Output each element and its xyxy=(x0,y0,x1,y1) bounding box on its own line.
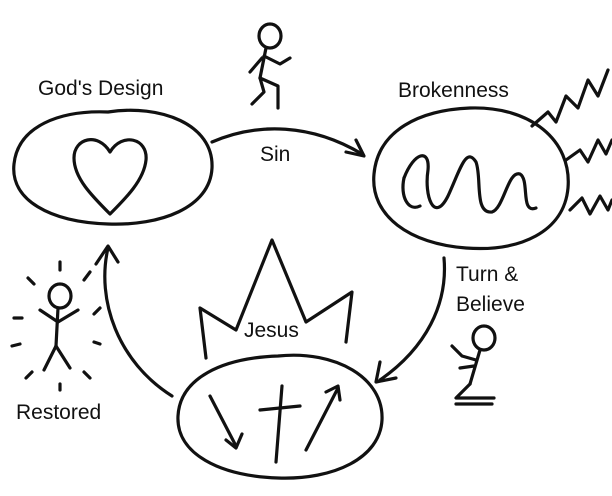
scribble-icon xyxy=(402,154,538,214)
running-figure-icon xyxy=(248,22,292,110)
restored-label: Restored xyxy=(16,401,102,424)
restored-arrow xyxy=(103,246,174,398)
gods-design-label: God's Design xyxy=(38,77,164,100)
heart-icon xyxy=(72,138,148,216)
down-arrow-head xyxy=(224,432,244,450)
turn-arrow-head xyxy=(374,360,398,384)
turn-arrow xyxy=(378,256,447,382)
cross-icon-vertical xyxy=(274,384,284,464)
jesus-circle xyxy=(176,353,384,480)
down-arrow-icon xyxy=(208,394,238,448)
up-arrow-head xyxy=(324,384,342,402)
scribble-tail xyxy=(401,176,422,209)
light-rays-icon xyxy=(10,260,102,392)
turn-label: Turn & xyxy=(456,263,519,286)
believe-label: Believe xyxy=(456,293,525,316)
sin-label: Sin xyxy=(260,143,291,166)
cross-icon-horizontal xyxy=(258,404,302,412)
up-arrow-icon xyxy=(304,386,340,452)
jagged-line-1 xyxy=(530,68,610,128)
jagged-line-3 xyxy=(568,194,612,216)
brokenness-circle xyxy=(372,106,570,251)
restored-figure-icon xyxy=(38,282,80,372)
kneeling-figure-icon xyxy=(450,324,497,406)
jesus-label: Jesus xyxy=(244,319,299,342)
restored-arrow-head xyxy=(94,244,120,266)
sin-arrow xyxy=(210,127,364,156)
sin-arrow-head xyxy=(344,138,366,158)
crown-icon xyxy=(198,238,354,360)
gods-design-circle xyxy=(12,108,214,226)
jagged-line-2 xyxy=(564,138,612,164)
brokenness-label: Brokenness xyxy=(398,79,509,102)
